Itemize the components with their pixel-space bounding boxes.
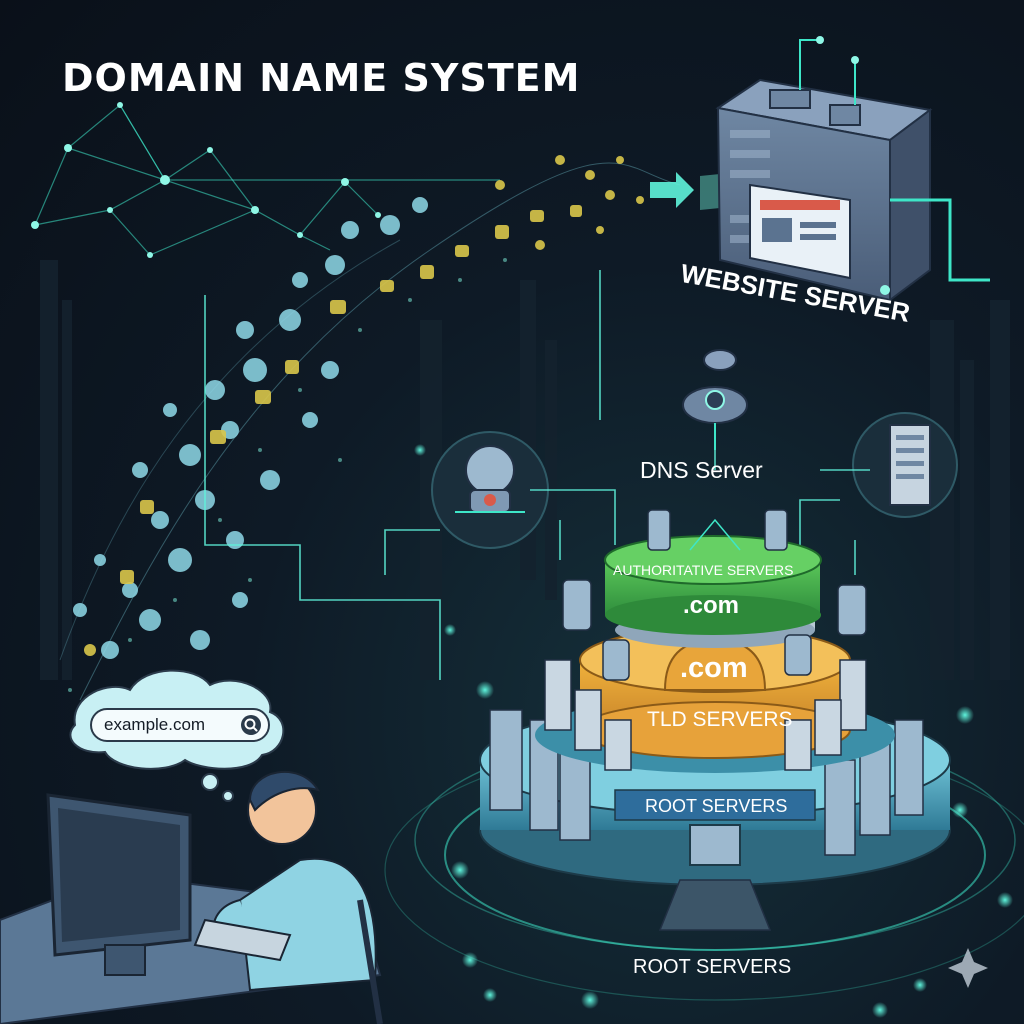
network-nodes [31, 102, 381, 258]
authoritative-tier [562, 509, 867, 681]
com-authoritative-label: .com [683, 592, 739, 619]
com-tld-label: .com [680, 652, 748, 684]
root-servers-ring-label: ROOT SERVERS [645, 796, 787, 816]
connector-lines [204, 270, 870, 680]
sparkle-icon [948, 948, 988, 988]
resolver-robot [431, 431, 549, 549]
dns-server-label: DNS Server [640, 457, 763, 483]
authoritative-servers-label: AUTHORITATIVE SERVERS [613, 562, 793, 578]
root-tier [479, 704, 951, 931]
data-stream [59, 155, 681, 701]
tld-tier [535, 627, 895, 773]
magnifier-icon[interactable] [240, 714, 262, 736]
remote-server-node [852, 412, 958, 518]
user-at-computer [0, 771, 383, 1024]
dns-server-drone [682, 349, 748, 450]
tld-servers-label: TLD SERVERS [647, 708, 793, 731]
page-title: DOMAIN NAME SYSTEM [62, 56, 581, 100]
root-servers-bottom-label: ROOT SERVERS [633, 956, 791, 978]
website-server-building [715, 36, 990, 302]
search-bar[interactable]: example.com [90, 708, 270, 742]
search-query-text: example.com [104, 715, 206, 734]
glow-nodes [414, 444, 1013, 1018]
network-mesh [34, 104, 500, 256]
